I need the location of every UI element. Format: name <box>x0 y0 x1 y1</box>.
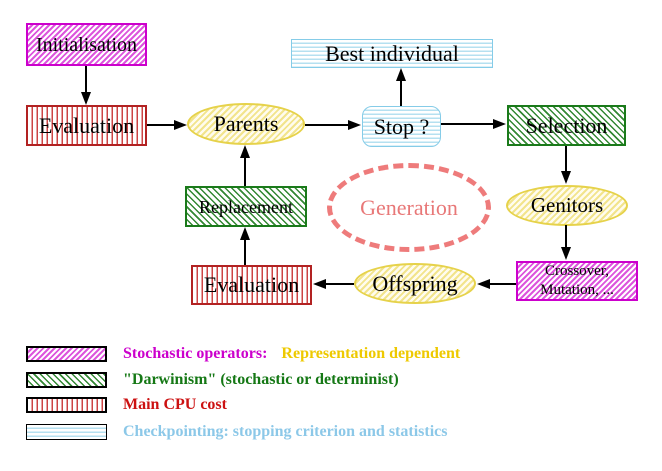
node-genitors-label: Genitors <box>530 193 604 217</box>
node-initialisation: Initialisation <box>26 23 147 66</box>
legend-label-stochastic-operators-text: Stochastic operators: <box>123 345 268 362</box>
legend-label-darwinism: "Darwinism" (stochastic or determinist) <box>123 371 399 388</box>
node-evaluation-bottom: Evaluation <box>191 265 312 305</box>
node-crossover-line2: Mutation, ... <box>540 282 614 298</box>
node-best-individual-label: Best individual <box>325 40 459 66</box>
legend-label-main-cpu-cost: Main CPU cost <box>123 396 227 413</box>
node-best-individual: Best individual <box>291 39 493 68</box>
node-evaluation-top-label: Evaluation <box>38 112 135 138</box>
node-crossover-mutation: Crossover, Mutation, ... <box>516 261 638 301</box>
legend-label-checkpointing: Checkpointing: stopping criterion and st… <box>123 423 448 440</box>
legend-label-stochastic-operators: Stochastic operators: Representation depe… <box>123 344 460 364</box>
node-selection: Selection <box>507 105 626 146</box>
legend-swatch-main-cpu-cost <box>26 397 107 413</box>
node-evaluation-top: Evaluation <box>26 105 147 146</box>
node-replacement: Replacement <box>185 186 307 227</box>
node-offspring-label: Offspring <box>372 270 458 296</box>
node-generation: Generation <box>327 163 491 252</box>
legend-label-representation-dependent: Representation dependent <box>281 345 461 362</box>
node-genitors: Genitors <box>506 185 628 226</box>
node-offspring: Offspring <box>354 263 476 304</box>
node-initialisation-label: Initialisation <box>35 33 138 56</box>
node-parents-label: Parents <box>213 111 279 136</box>
node-parents: Parents <box>187 103 305 145</box>
legend-swatch-stochastic-operators <box>26 346 107 362</box>
legend-swatch-checkpointing <box>26 424 107 440</box>
node-selection-label: Selection <box>525 112 608 138</box>
node-generation-label: Generation <box>360 194 458 220</box>
node-replacement-label: Replacement <box>199 196 293 217</box>
node-stop-label: Stop ? <box>373 113 430 139</box>
legend-swatch-darwinism <box>26 372 107 388</box>
node-evaluation-bottom-label: Evaluation <box>203 272 300 297</box>
node-crossover-line1: Crossover, <box>545 263 609 280</box>
node-stop: Stop ? <box>362 106 441 147</box>
